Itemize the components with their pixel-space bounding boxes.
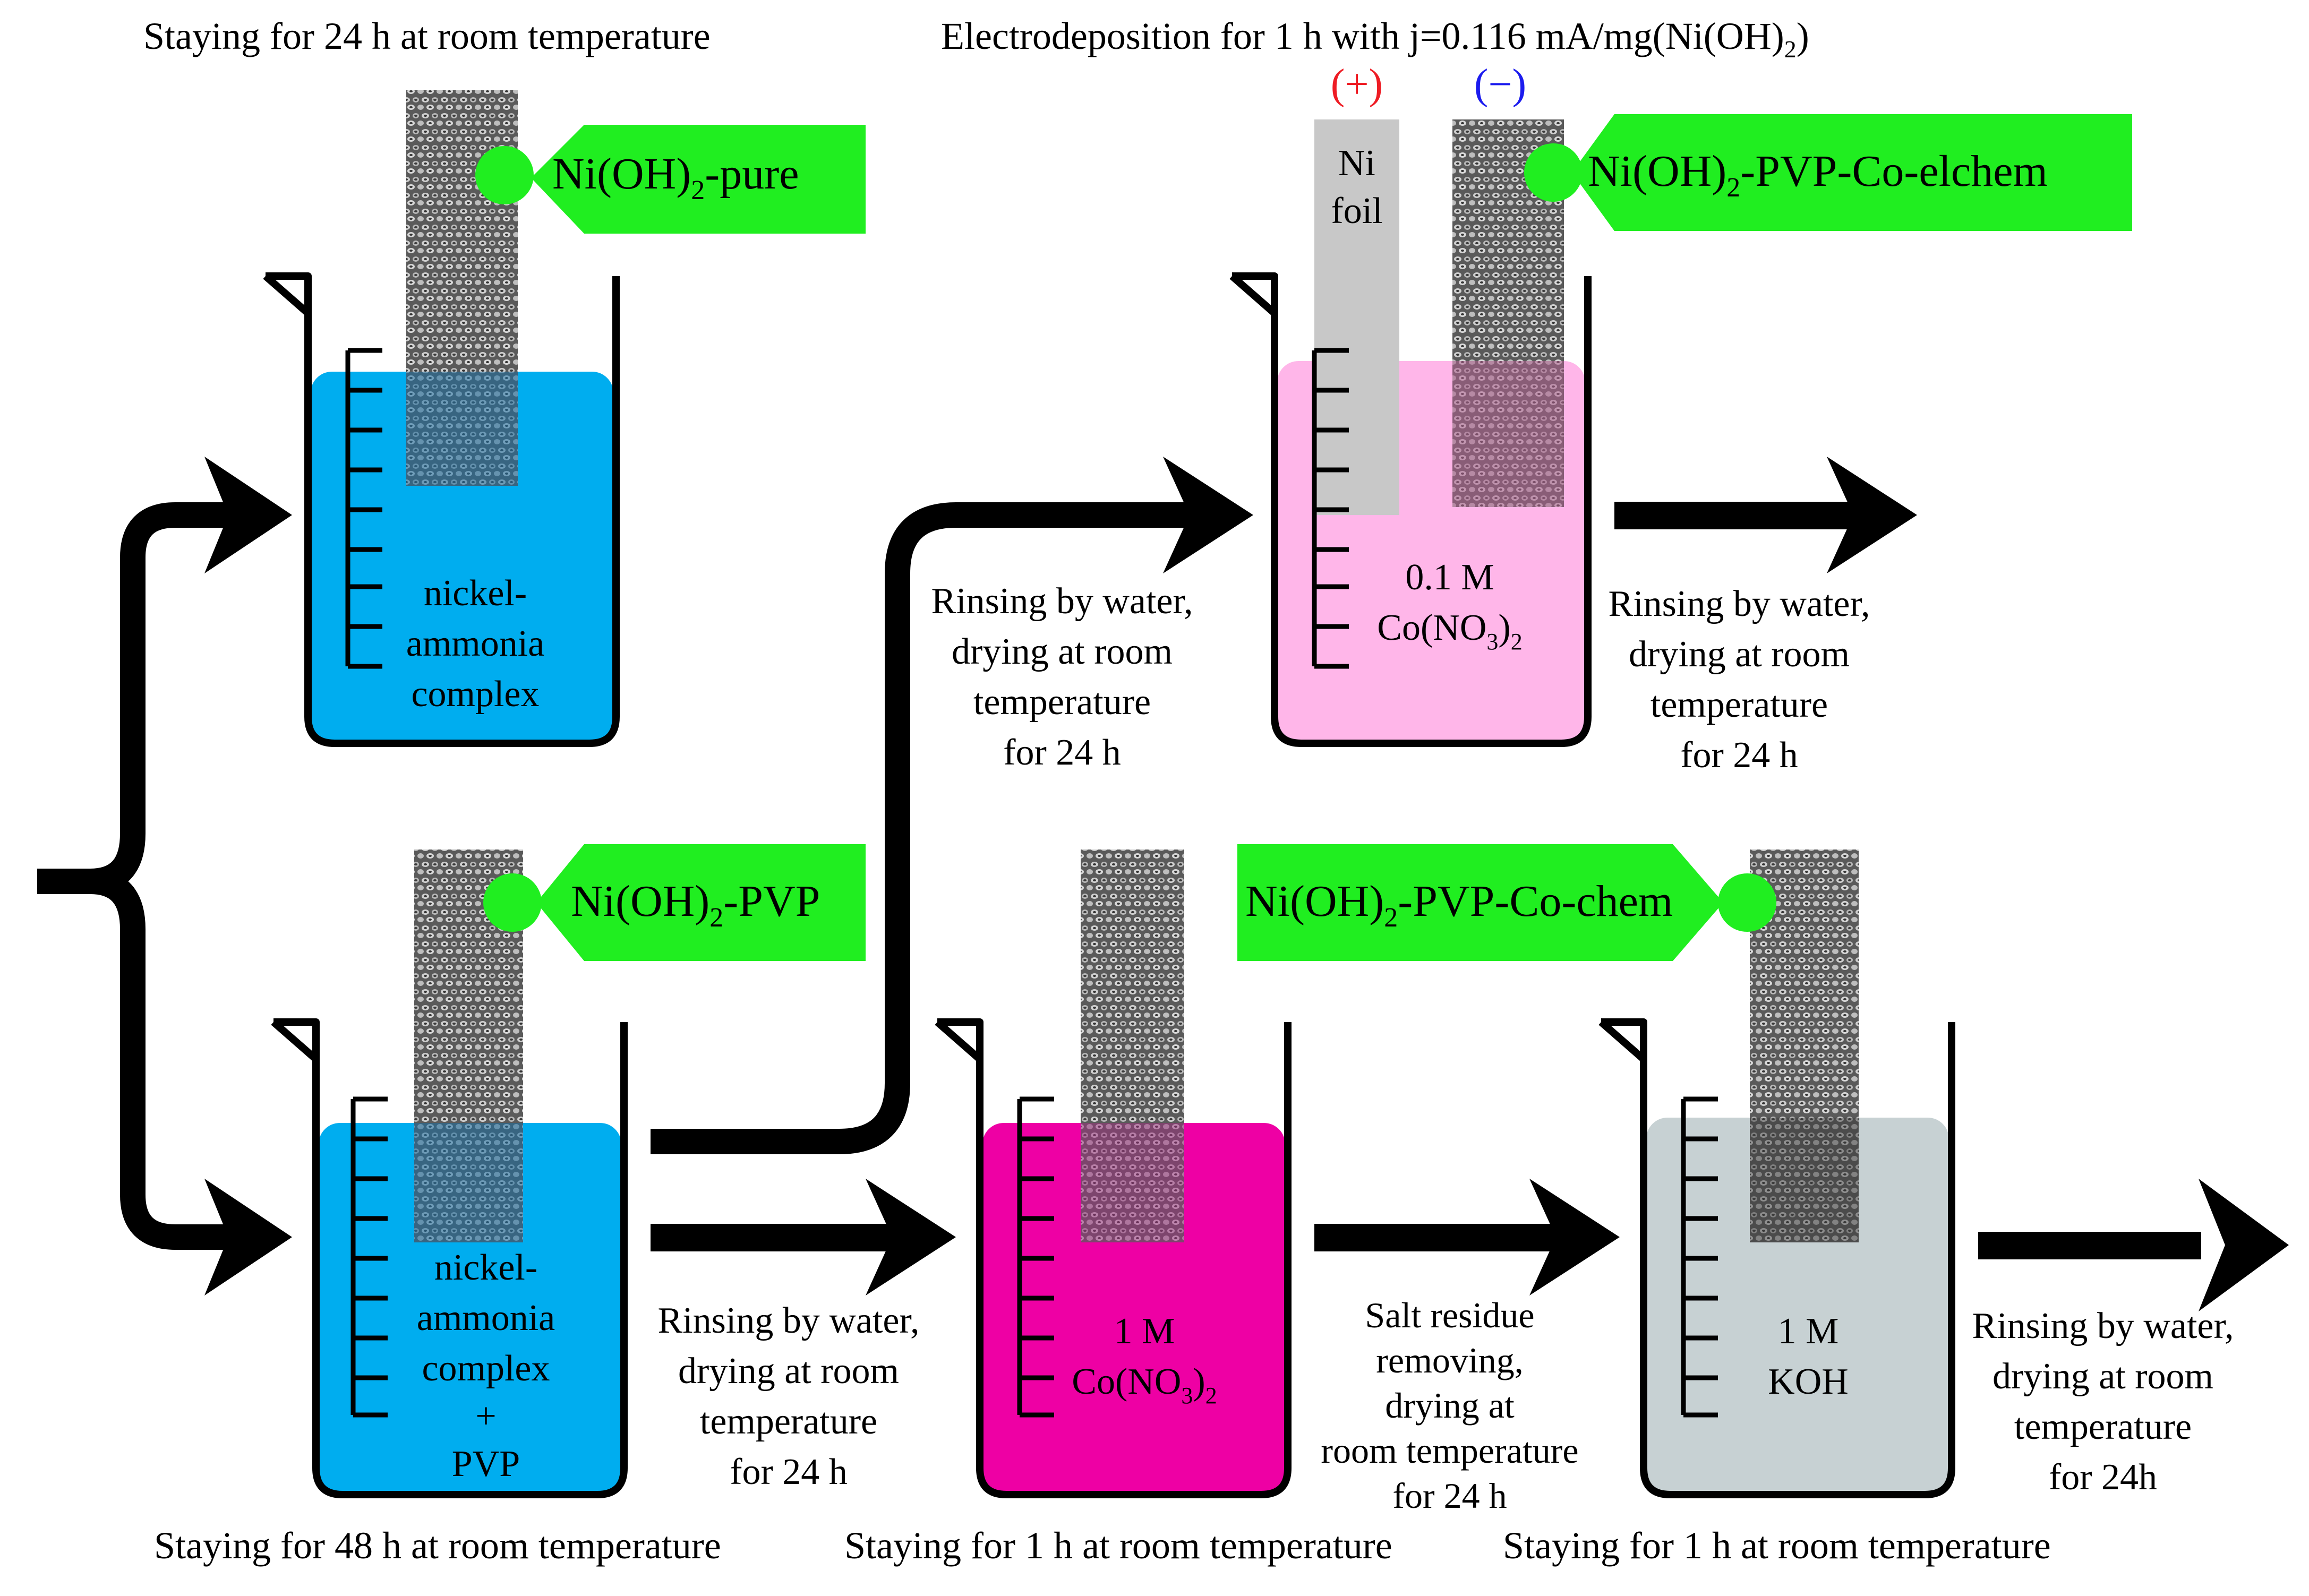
- caption-top-right: Electrodeposition for 1 h with j=0.116 m…: [941, 15, 1809, 63]
- solution-label-dilute-2: Co(NO3)2: [1377, 607, 1522, 655]
- svg-text:Rinsing by water,: Rinsing by water,: [658, 1300, 920, 1341]
- solution-label-pvp-3: complex: [422, 1348, 550, 1389]
- svg-text:Salt residue: Salt residue: [1365, 1295, 1534, 1335]
- arrow-head-elchem-out: [1827, 457, 1917, 573]
- beaker-pure: nickel- ammonia complex: [263, 90, 620, 747]
- arrow-to-pure-beaker: [204, 457, 292, 573]
- svg-text:room temperature: room temperature: [1321, 1430, 1578, 1471]
- step-rinse-lower-left: Rinsing by water, drying at room tempera…: [658, 1300, 920, 1492]
- svg-text:Ni(OH)2-PVP: Ni(OH)2-PVP: [571, 877, 820, 933]
- tag-pvp: Ni(OH)2-PVP: [483, 844, 866, 961]
- ni-foil-anode: [1314, 119, 1399, 515]
- anode-sign: (+): [1331, 61, 1383, 108]
- arrow-shaft-koh-out: [1978, 1232, 2201, 1259]
- arrow-head-koh-out: [2199, 1179, 2289, 1311]
- svg-text:Rinsing by water,: Rinsing by water,: [1972, 1306, 2234, 1346]
- svg-text:for 24 h: for 24 h: [1392, 1475, 1507, 1516]
- caption-bottom-1: Staying for 48 h at room temperature: [154, 1524, 721, 1567]
- solution-label-pure-1: nickel-: [424, 573, 527, 614]
- svg-text:drying at room: drying at room: [952, 631, 1173, 672]
- solution-label-dilute-1: 0.1 M: [1405, 557, 1494, 598]
- arrow-shaft-elchem-out: [1614, 502, 1864, 529]
- caption-bottom-2: Staying for 1 h at room temperature: [844, 1524, 1392, 1567]
- arrow-shaft-pvp-to-conc: [651, 1224, 900, 1251]
- solution-label-pure-2: ammonia: [406, 623, 544, 664]
- step-rinse-upper-left: Rinsing by water, drying at room tempera…: [931, 581, 1193, 773]
- connector-pvp-to-elchem: [651, 502, 1200, 1154]
- solution-label-conc-1: 1 M: [1114, 1311, 1175, 1352]
- beaker-electrodeposition: Ni foil 0.1 M Co(NO3)2: [1229, 119, 1592, 747]
- svg-text:Rinsing by water,: Rinsing by water,: [931, 581, 1193, 622]
- svg-text:Ni(OH)2-pure: Ni(OH)2-pure: [552, 149, 799, 205]
- step-rinse-upper-right: Rinsing by water, drying at room tempera…: [1609, 584, 1870, 776]
- arrow-shaft-conc-to-koh: [1314, 1224, 1567, 1251]
- tag-elchem: Ni(OH)2-PVP-Co-elchem: [1524, 114, 2132, 231]
- beaker-co-conc: 1 M Co(NO3)2: [935, 850, 1292, 1498]
- beaker-pvp: nickel- ammonia complex + PVP: [271, 850, 628, 1498]
- svg-text:for 24 h: for 24 h: [730, 1452, 848, 1492]
- svg-text:drying at: drying at: [1385, 1385, 1515, 1426]
- svg-text:for 24 h: for 24 h: [1680, 735, 1798, 776]
- arrow-to-elchem-beaker: [1163, 457, 1253, 573]
- solution-label-pvp-2: ammonia: [417, 1298, 555, 1338]
- caption-top-left: Staying for 24 h at room temperature: [143, 15, 711, 57]
- arrow-to-pvp-beaker: [204, 1179, 292, 1295]
- svg-text:drying at room: drying at room: [678, 1351, 899, 1392]
- tag-pure: Ni(OH)2-pure: [475, 125, 866, 234]
- svg-text:drying at room: drying at room: [1992, 1356, 2213, 1397]
- cathode-sign: (−): [1474, 61, 1526, 108]
- solution-label-pvp-4: +: [475, 1396, 496, 1437]
- svg-text:for 24h: for 24h: [2049, 1457, 2157, 1498]
- step-rinse-lower-right: Rinsing by water, drying at room tempera…: [1972, 1306, 2234, 1498]
- svg-text:temperature: temperature: [700, 1401, 877, 1442]
- svg-text:Ni(OH)2-PVP-Co-chem: Ni(OH)2-PVP-Co-chem: [1245, 877, 1673, 933]
- solution-label-pure-3: complex: [411, 674, 539, 715]
- solution-label-koh-2: KOH: [1768, 1361, 1849, 1402]
- foil-label-1: Ni: [1338, 143, 1375, 184]
- svg-text:Ni(OH)2-PVP-Co-elchem: Ni(OH)2-PVP-Co-elchem: [1588, 147, 2048, 203]
- arrow-head-conc-to-koh: [1529, 1179, 1620, 1295]
- arrow-head-pvp-to-conc: [866, 1179, 956, 1295]
- solution-label-conc-2: Co(NO3)2: [1072, 1361, 1217, 1409]
- svg-text:drying at room: drying at room: [1629, 634, 1850, 675]
- svg-text:temperature: temperature: [2014, 1406, 2192, 1447]
- solution-label-koh-1: 1 M: [1778, 1311, 1839, 1352]
- svg-text:temperature: temperature: [973, 682, 1151, 723]
- step-salt-residue: Salt residue removing, drying at room te…: [1321, 1295, 1578, 1516]
- solution-label-pvp-5: PVP: [452, 1444, 520, 1485]
- svg-text:Rinsing by water,: Rinsing by water,: [1609, 584, 1870, 624]
- svg-text:removing,: removing,: [1376, 1340, 1524, 1380]
- branch-brace: [37, 502, 234, 1250]
- foil-label-2: foil: [1331, 191, 1382, 231]
- solution-label-pvp-1: nickel-: [434, 1247, 537, 1288]
- tag-chem: Ni(OH)2-PVP-Co-chem: [1237, 844, 1776, 961]
- caption-bottom-3: Staying for 1 h at room temperature: [1503, 1524, 2051, 1567]
- svg-text:for 24 h: for 24 h: [1003, 732, 1121, 773]
- svg-text:temperature: temperature: [1650, 684, 1828, 725]
